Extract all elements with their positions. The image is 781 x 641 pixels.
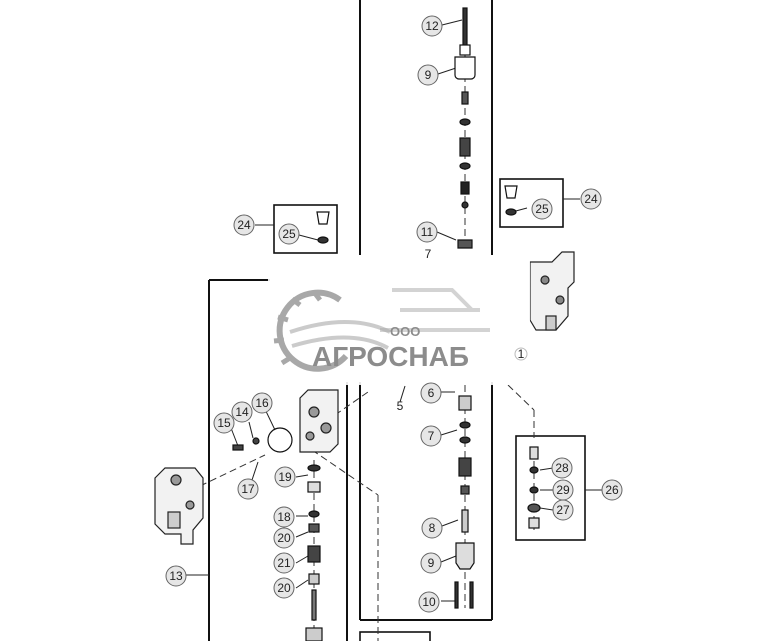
svg-text:13: 13	[169, 569, 183, 583]
callouts: 12 9 11 7 24 25 24 25 1 5 6 7 8 9 10 14 …	[165, 15, 623, 613]
callout-5: 5	[397, 399, 404, 413]
leader-lines	[185, 19, 602, 602]
part-9-cap	[454, 56, 476, 80]
part-14-washer	[252, 437, 260, 445]
svg-text:15: 15	[217, 416, 231, 430]
frame-lines	[208, 0, 493, 641]
callout-24-left: 24	[233, 214, 255, 236]
callout-9-bottom: 9	[420, 552, 442, 574]
part-screw	[461, 91, 469, 105]
svg-text:28: 28	[555, 461, 569, 475]
lower-left-stack	[305, 464, 323, 641]
small-parts-left	[232, 427, 293, 453]
svg-text:7: 7	[425, 247, 432, 261]
svg-text:27: 27	[556, 503, 570, 517]
callout-18: 18	[273, 506, 295, 528]
valve-section-center	[299, 389, 339, 453]
callout-1: 1	[514, 347, 528, 361]
svg-text:9: 9	[425, 68, 432, 82]
kit-box-26	[515, 435, 586, 541]
svg-text:25: 25	[535, 202, 549, 216]
part-12-head	[459, 44, 471, 56]
callout-25-left: 25	[278, 223, 300, 245]
svg-text:29: 29	[556, 483, 570, 497]
callout-13: 13	[165, 565, 187, 587]
svg-text:24: 24	[584, 192, 598, 206]
callout-14: 14	[231, 401, 253, 423]
callout-20-lower: 20	[273, 577, 295, 599]
callout-10: 10	[418, 591, 440, 613]
svg-text:21: 21	[277, 556, 291, 570]
part-spring	[459, 137, 471, 157]
callout-9-top: 9	[417, 64, 439, 86]
lower-center-stack	[454, 395, 475, 609]
part-24-plug-left	[316, 211, 330, 225]
watermark-backdrop	[268, 255, 530, 385]
callout-7-bottom: 7	[420, 425, 442, 447]
callout-17: 17	[237, 478, 259, 500]
svg-text:10: 10	[422, 595, 436, 609]
svg-text:24: 24	[237, 218, 251, 232]
callout-16: 16	[251, 392, 273, 414]
svg-text:17: 17	[241, 482, 255, 496]
watermark-company-name: АГРОСНАБ	[312, 341, 469, 372]
part-15-bolt	[232, 444, 244, 451]
svg-text:25: 25	[282, 227, 296, 241]
svg-text:26: 26	[605, 483, 619, 497]
svg-text:20: 20	[277, 581, 291, 595]
callout-20-upper: 20	[273, 527, 295, 549]
callout-21: 21	[273, 552, 295, 574]
callout-8: 8	[421, 517, 443, 539]
part-11-nut	[457, 239, 473, 249]
svg-text:20: 20	[277, 531, 291, 545]
svg-text:1: 1	[518, 347, 525, 361]
part-oring	[459, 118, 471, 126]
part-ball	[461, 201, 469, 209]
svg-text:8: 8	[429, 521, 436, 535]
part-24-plug-right	[504, 185, 518, 199]
svg-text:11: 11	[421, 225, 434, 239]
svg-text:19: 19	[278, 470, 292, 484]
watermark: ООО АГРОСНАБ	[268, 255, 530, 385]
kit-24-contents	[316, 185, 518, 244]
kit-boxes	[273, 178, 586, 641]
callout-11: 11	[416, 221, 438, 243]
control-valve-right	[529, 251, 575, 331]
part-poppet	[460, 181, 470, 195]
callout-19: 19	[274, 466, 296, 488]
svg-text:14: 14	[235, 405, 249, 419]
callout-29: 29	[552, 479, 574, 501]
control-valve-left	[154, 467, 204, 545]
upper-spool-stack	[454, 7, 476, 249]
watermark-logo	[273, 288, 490, 372]
svg-text:16: 16	[255, 396, 269, 410]
svg-text:6: 6	[428, 386, 435, 400]
callout-6: 6	[420, 382, 442, 404]
callout-12: 12	[421, 15, 443, 37]
callout-26: 26	[601, 479, 623, 501]
svg-text:7: 7	[428, 429, 435, 443]
kit-box-bottom	[359, 631, 431, 641]
part-25-seal-left	[317, 236, 329, 244]
part-16-oring	[267, 427, 293, 453]
part-washer	[459, 162, 471, 170]
part-12-rod	[462, 7, 468, 47]
callout-25-right: 25	[531, 198, 553, 220]
callout-27: 27	[552, 499, 574, 521]
part-25-seal-right	[505, 208, 517, 216]
kit-26-contents	[527, 446, 541, 529]
callout-7-top: 7	[425, 247, 432, 261]
svg-text:18: 18	[277, 510, 291, 524]
callout-24-right: 24	[580, 188, 602, 210]
svg-text:12: 12	[425, 19, 439, 33]
kit-box-24-right	[499, 178, 564, 228]
svg-text:5: 5	[397, 399, 404, 413]
watermark-company-type: ООО	[390, 324, 420, 339]
callout-28: 28	[551, 457, 573, 479]
kit-box-24-left	[273, 204, 338, 254]
callout-15: 15	[213, 412, 235, 434]
svg-text:9: 9	[428, 556, 435, 570]
